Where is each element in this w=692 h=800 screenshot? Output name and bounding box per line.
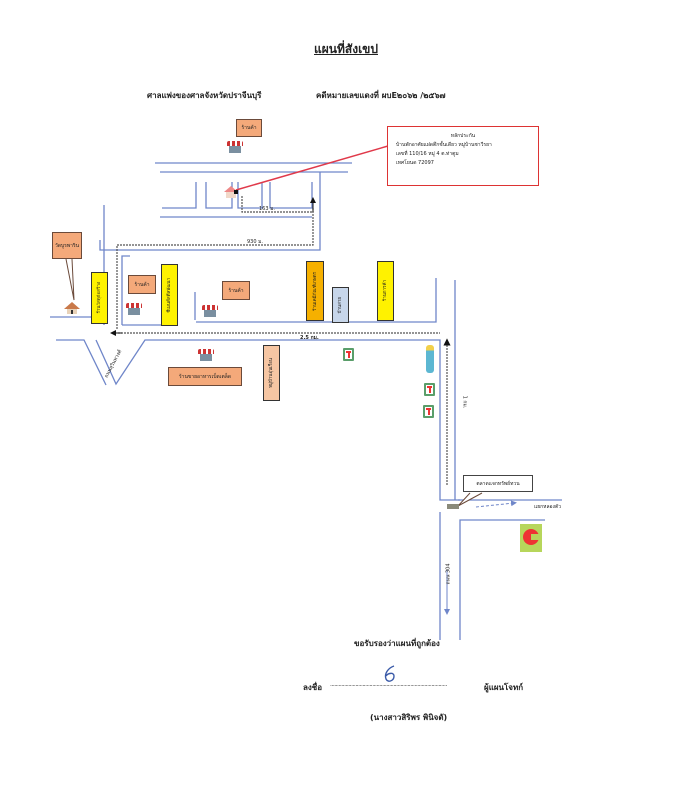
callout-shop-bottom: ร้านขายอาหารเบ็ดเตล็ด — [168, 367, 242, 386]
road-label-east: แยกหลองตัว — [534, 504, 562, 510]
shop-icon — [202, 305, 218, 317]
certify-text: ขอรับรองว่าแผนที่ถูกต้อง — [354, 639, 440, 648]
label-yellow-3: ร้านการค้า — [377, 261, 394, 321]
seven-eleven-icon — [343, 348, 354, 361]
distance-main: 2.5 กม. — [300, 335, 319, 341]
info-line: เลขที่ 110/16 หมู่ 4 ต.ท่าตูม — [396, 151, 459, 157]
signature-mark — [384, 665, 395, 682]
label-yellow-2: ซีเมนต์สตีลพัฒนา — [161, 264, 178, 326]
pointer-line — [235, 145, 389, 191]
distance-vertical: 1 กม. — [461, 395, 468, 409]
cp-logo-icon — [520, 524, 542, 552]
shop-icon — [126, 303, 142, 315]
roads — [50, 162, 562, 640]
road — [56, 339, 107, 386]
market-marker-icon — [447, 504, 459, 509]
route-lines — [116, 196, 451, 485]
road — [459, 519, 545, 640]
info-heading: หลักประกัน — [450, 133, 476, 139]
shop-icon — [227, 141, 243, 153]
arrow-east — [475, 500, 517, 508]
distance-mid: 930 ม. — [247, 239, 264, 245]
road — [99, 172, 321, 251]
label-yellow-1: ร้านวัสดุก่อสร้าง — [91, 272, 108, 324]
road — [269, 182, 313, 209]
seven-eleven-icon — [423, 405, 434, 418]
road — [121, 255, 130, 325]
callout-market: ตลาดแจกทรัพย์ทวน — [463, 475, 533, 492]
signature-line: ........................................… — [330, 681, 447, 688]
callout-shop-mid-left: ร้านค้า — [128, 275, 156, 294]
collateral-info-box: หลักประกัน บ้านพักอาศัยแฝดตึกชั้นเดียว ห… — [387, 126, 539, 186]
info-line: เทศโยนด 72097 — [396, 160, 434, 166]
label-peach: หมู่บ้านอุ่นเรือน — [263, 345, 280, 401]
temple-icon — [64, 302, 80, 314]
road — [237, 182, 263, 209]
info-line: บ้านพักอาศัยแฝดตึกชั้นเดียว หมู่บ้านชาวี… — [396, 142, 492, 148]
sign-prefix: ลงชื่อ — [303, 683, 323, 692]
road — [196, 278, 437, 323]
callout-tail — [65, 258, 75, 301]
callout-temple: วัดบูรพาริน — [52, 232, 82, 259]
road — [95, 339, 460, 501]
callout-shop-top: ร้านค้า — [236, 119, 262, 137]
callout-shop-mid-right: ร้านค้า — [222, 281, 250, 300]
sign-role: ผู้แผนโจทก์ — [484, 683, 524, 692]
case-number: คดีหมายเลขแดงที่ ผบE๒๐๖๒ /๒๕๖๗ — [316, 91, 446, 100]
road — [162, 182, 197, 209]
collateral-house-icon — [224, 186, 238, 198]
shop-icon — [198, 349, 214, 361]
seven-eleven-icon — [424, 383, 435, 396]
label-orange: ร้านเคมีภัณฑ์เกษตร — [306, 261, 324, 321]
page-title: แผนที่สังเขป — [314, 42, 378, 56]
distance-short: 163 ม. — [259, 206, 276, 212]
route-mid — [116, 208, 314, 330]
lotus-icon — [426, 345, 434, 373]
label-blue: บ้านสาย — [332, 287, 349, 323]
route-short — [241, 196, 312, 213]
signer-name: (นางสาวสิริพร พินิจดั) — [370, 713, 448, 722]
road-label-highway: ถนน 304 — [445, 563, 452, 585]
court-name: ศาลแพ่งของศาลจังหวัดปราจีนบุรี — [147, 91, 262, 100]
